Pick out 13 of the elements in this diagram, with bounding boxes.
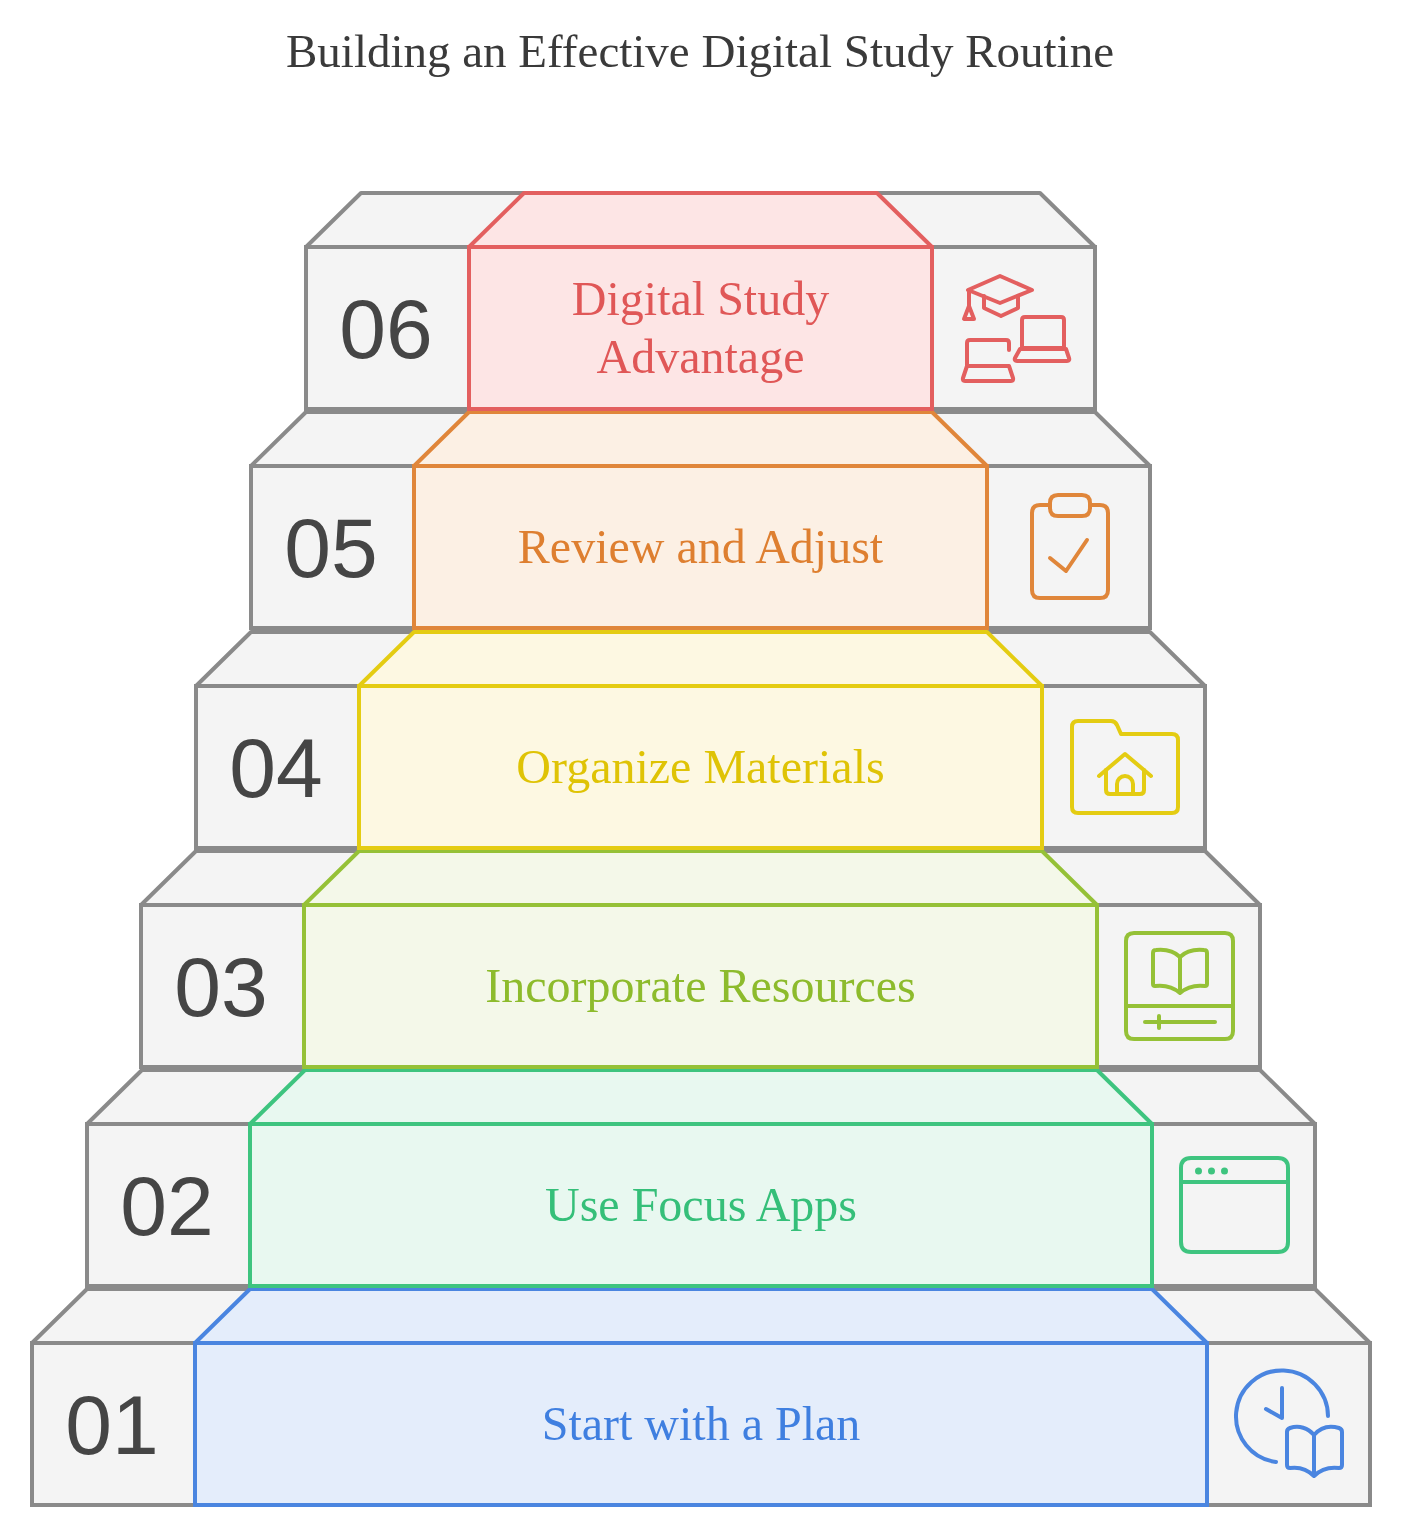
step-number: 02 (120, 1164, 214, 1248)
step-number: 05 (284, 506, 378, 590)
step-title: Incorporate Resources (485, 958, 916, 1015)
step-number: 03 (174, 945, 268, 1029)
step-title: Review and Adjust (517, 519, 884, 576)
step-number: 06 (339, 287, 433, 371)
step-title: Use Focus Apps (545, 1177, 857, 1234)
title: Building an Effective Digital Study Routine (285, 26, 1115, 78)
step-number: 04 (229, 726, 323, 810)
step-title: Start with a Plan (541, 1396, 861, 1453)
step-title: Organize Materials (516, 739, 885, 796)
step-number: 01 (65, 1383, 159, 1467)
step-title: Digital Study Advantage (570, 271, 831, 385)
